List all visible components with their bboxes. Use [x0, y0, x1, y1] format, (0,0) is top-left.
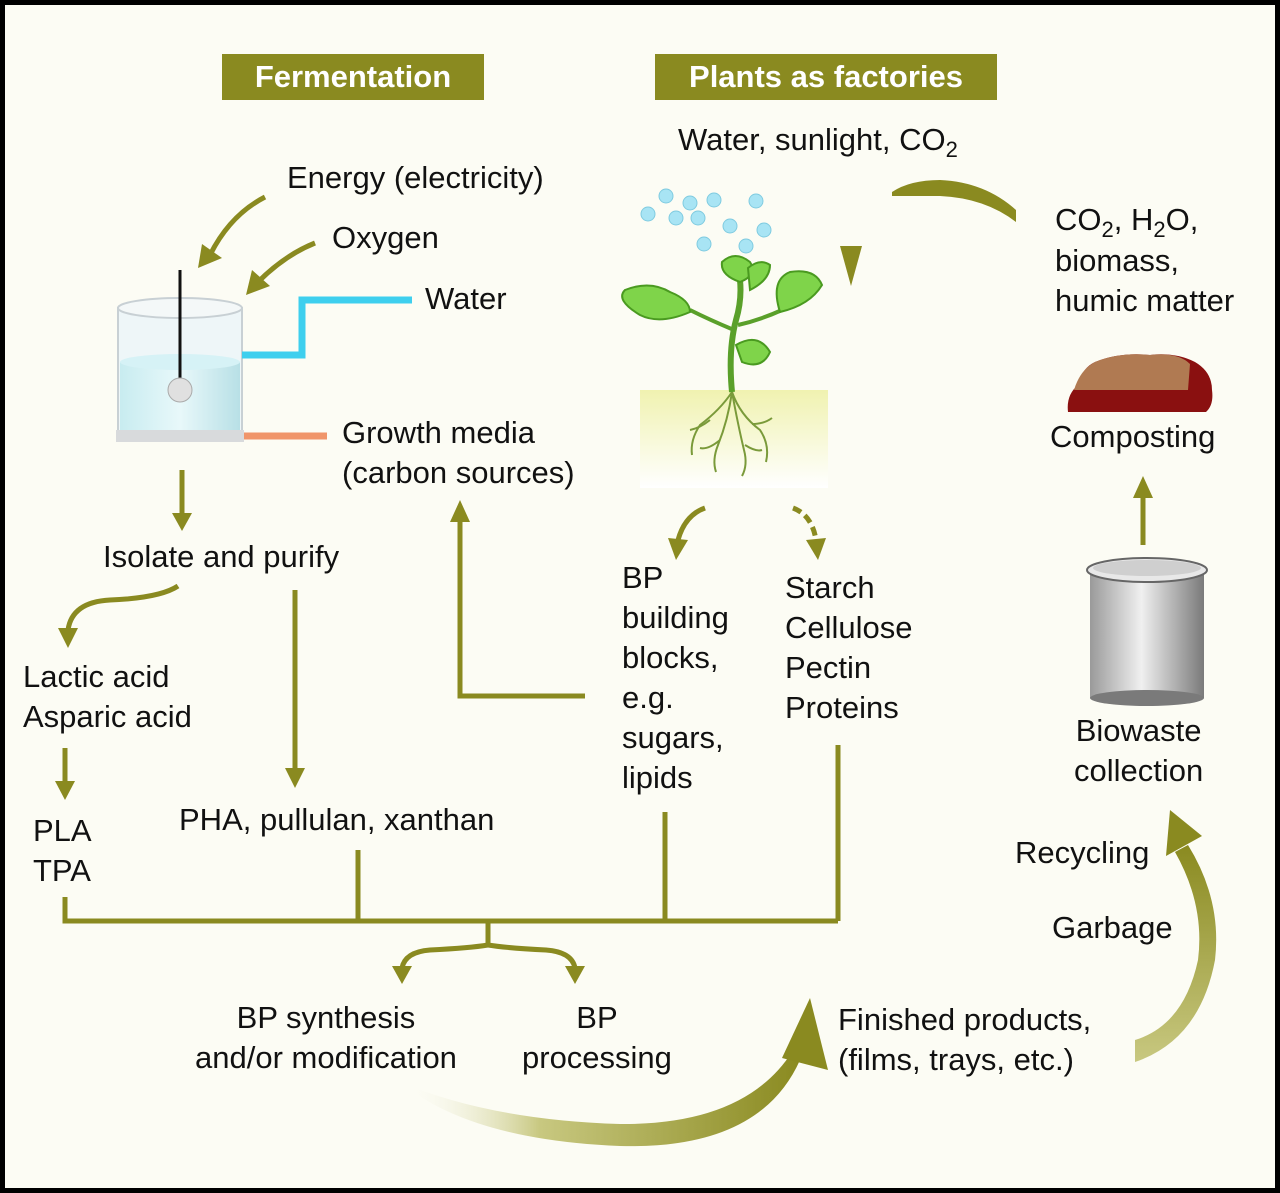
to-finished-products-arrow: [400, 998, 828, 1147]
energy-arrow: [198, 194, 267, 268]
plant-icon: [621, 255, 824, 477]
fermentation-banner: Fermentation: [222, 54, 484, 100]
blocks-to-media-arrow: [450, 500, 585, 699]
finished-products-label: Finished products, (films, trays, etc.): [838, 1002, 1092, 1077]
composting-label: Composting: [1050, 419, 1216, 454]
to-processing-arrowhead: [565, 966, 585, 984]
h2o-sub: 2: [1153, 217, 1166, 243]
water-label: Water: [425, 281, 507, 316]
recycling-label: Recycling: [1015, 835, 1150, 870]
isolate-to-pha-arrow: [285, 590, 305, 788]
energy-label: Energy (electricity): [287, 160, 544, 195]
acids-to-pla-arrow: [55, 748, 75, 800]
fermenter-vessel-icon: [116, 270, 244, 442]
acids-label: Lactic acid Asparic acid: [23, 659, 192, 734]
co2-prefix: CO: [1055, 202, 1102, 237]
plant-to-blocks-arrow: [668, 505, 706, 560]
processing-label: BP processing: [522, 1000, 672, 1075]
polymers-label: Starch Cellulose Pectin Proteins: [785, 570, 913, 725]
sunlight-arrowhead: [840, 246, 862, 286]
vessel-down-arrow: [172, 470, 192, 531]
growth-media-label: Growth media (carbon sources): [342, 415, 575, 490]
isolate-label: Isolate and purify: [103, 539, 340, 574]
synthesis-label: BP synthesis and/or modification: [195, 1000, 457, 1075]
isolate-to-acids-arrow: [58, 583, 180, 648]
biowaste-to-compost-arrow: [1133, 476, 1153, 545]
bp-blocks-label: BP building blocks, e.g. sugars, lipids: [622, 560, 729, 795]
co2-suffix: O,: [1165, 202, 1199, 237]
recycling-arrow: [1135, 810, 1217, 1062]
water-sunlight-co2-label: Water, sunlight, CO2: [678, 120, 958, 170]
plant-to-polymers-arrow: [792, 505, 826, 560]
biomass-label: biomass,: [1055, 243, 1180, 278]
co2-mid: , H: [1113, 202, 1154, 237]
co2-subscript: 2: [945, 137, 958, 163]
humic-label: humic matter: [1055, 283, 1235, 318]
to-synthesis-arrowhead: [392, 966, 412, 984]
pha-label: PHA, pullulan, xanthan: [179, 802, 495, 837]
co2-sub: 2: [1101, 217, 1114, 243]
plants-banner: Plants as factories: [655, 54, 997, 100]
biowaste-label: Biowaste collection: [1074, 713, 1204, 788]
water-pipe: [242, 296, 412, 359]
co2-h2o-label: CO2, H2O,: [1055, 200, 1198, 250]
oxygen-label: Oxygen: [332, 220, 439, 255]
co2-cycle-arrow: [892, 180, 1016, 222]
pla-tpa-label: PLA TPA: [33, 813, 92, 888]
garbage-label: Garbage: [1052, 910, 1173, 945]
compost-heap-icon: [1067, 354, 1213, 412]
collector-lines: [62, 745, 841, 969]
oxygen-arrow: [246, 240, 316, 295]
water-droplets-icon: [640, 188, 772, 254]
water-sunlight-text: Water, sunlight, CO: [678, 122, 946, 157]
biowaste-bin-icon: [1086, 557, 1208, 706]
